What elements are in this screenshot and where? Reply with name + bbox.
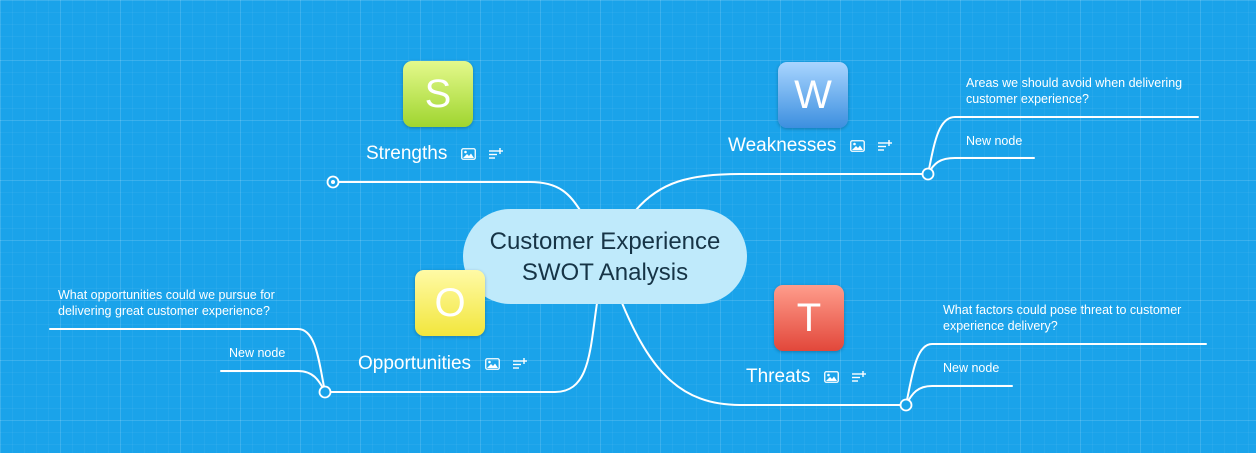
branch-label-opportunities: Opportunities [358, 353, 472, 374]
collapse-handle-opportunities [318, 385, 332, 399]
connector-weaknesses [635, 173, 929, 211]
image-icon[interactable] [461, 148, 477, 160]
add-notes-icon[interactable] [489, 148, 504, 160]
central-topic[interactable]: Customer Experience SWOT Analysis [463, 209, 747, 304]
subtopic-opportunities-new-node[interactable]: New node [229, 346, 286, 360]
add-notes-icon[interactable] [852, 371, 867, 383]
branch-label-threats: Threats [746, 366, 811, 387]
image-icon[interactable] [824, 371, 840, 383]
connector-weaknesses-child-2 [927, 157, 1035, 175]
subtopic-opportunities-question[interactable]: What opportunities could we pursue for d… [58, 288, 275, 318]
connector-strengths [332, 181, 581, 211]
central-topic-title: Customer Experience SWOT Analysis [489, 227, 721, 286]
branch-label-weaknesses: Weaknesses [728, 135, 837, 156]
add-notes-icon[interactable] [878, 140, 893, 152]
connector-opportunities-child-2 [220, 370, 326, 393]
branch-node-weaknesses[interactable]: Weaknesses [728, 135, 905, 157]
branch-node-strengths[interactable]: Strengths [366, 143, 516, 165]
branch-node-opportunities[interactable]: Opportunities [358, 353, 540, 375]
opportunities-letter-tile: O [415, 270, 485, 336]
subtopic-threats-question[interactable]: What factors could pose threat to custom… [943, 303, 1182, 333]
connector-threats-child-2 [905, 385, 1013, 406]
connector-weaknesses-child-1 [927, 116, 1199, 175]
connector-threats-child-1 [905, 343, 1207, 406]
subtopic-weaknesses-new-node[interactable]: New node [966, 134, 1023, 148]
strengths-letter-tile: S [403, 61, 473, 127]
connector-opportunities [324, 302, 598, 393]
image-icon[interactable] [485, 358, 500, 370]
image-icon[interactable] [850, 140, 866, 152]
subtopic-threats-new-node[interactable]: New node [943, 361, 1000, 375]
threats-letter-tile: T [774, 285, 844, 351]
connector-opportunities-child-1 [49, 328, 326, 393]
subtopic-weaknesses-question[interactable]: Areas we should avoid when delivering cu… [966, 76, 1183, 106]
branch-node-threats[interactable]: Threats [746, 366, 879, 388]
branch-label-strengths: Strengths [366, 143, 448, 164]
add-notes-icon[interactable] [513, 358, 528, 370]
connector-threats [621, 302, 907, 406]
weaknesses-letter-tile: W [778, 62, 848, 128]
collapse-handle-threats [899, 398, 913, 412]
collapse-handle-weaknesses [921, 167, 935, 181]
